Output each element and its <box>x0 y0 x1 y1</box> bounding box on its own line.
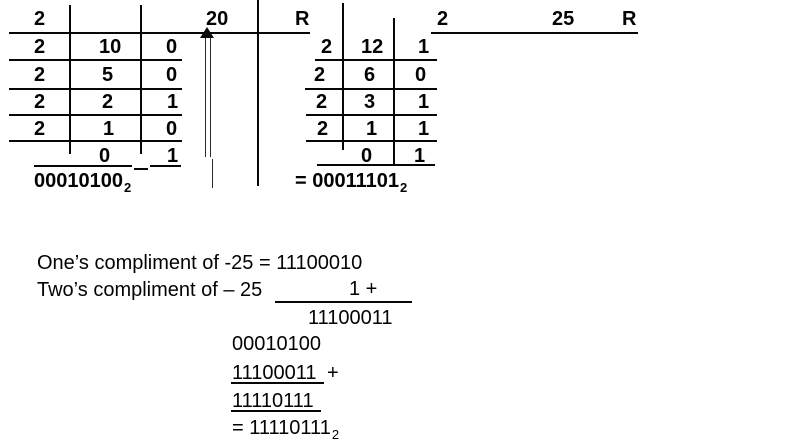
table-cell-remainder: 1 <box>418 118 430 140</box>
right-table-header-divisor: 2 <box>437 8 449 30</box>
result-equals: = <box>295 170 313 192</box>
right-table-column-rule-2 <box>393 18 395 166</box>
table-cell-remainder: 1 <box>167 145 179 167</box>
table-bottom-rule <box>34 165 132 168</box>
result-base-subscript: 2 <box>331 427 340 442</box>
binary-result-20: 000101002 <box>34 170 131 194</box>
table-row-rule <box>9 114 182 117</box>
table-row-rule <box>305 88 437 91</box>
table-cell-remainder: 1 <box>167 91 179 113</box>
left-table-header-divisor: 2 <box>34 8 46 30</box>
right-table-header-dividend: 25 <box>552 8 575 30</box>
table-row-rule <box>306 114 437 117</box>
ones-complement-line: One’s compliment of -25 = 11100010 <box>37 252 363 274</box>
result-value: 00011101 <box>312 170 400 192</box>
right-table-header-remainder-label: R <box>622 8 637 30</box>
table-cell-divisor: 2 <box>34 91 46 113</box>
table-bottom-rule-dash <box>134 168 148 171</box>
table-row-rule <box>306 140 437 143</box>
carry-sum: 11100011 <box>308 307 393 329</box>
result-base-subscript: 2 <box>123 180 132 195</box>
table-cell-quotient: 0 <box>361 145 373 167</box>
addition-addend-bottom: 11100011 <box>232 362 317 384</box>
up-arrow-tail-line <box>211 159 213 188</box>
table-cell-quotient: 10 <box>99 36 122 58</box>
table-cell-divisor: 2 <box>317 118 329 140</box>
twos-complement-line: Two’s compliment of – 25 <box>37 279 263 301</box>
table-bottom-rule <box>317 164 435 167</box>
final-result: = 111101112 <box>232 417 339 441</box>
left-table-remainder-column-rule <box>257 0 259 186</box>
up-arrow-head-icon <box>200 27 214 38</box>
table-cell-divisor: 2 <box>34 64 46 86</box>
addition-sum: 11110111 <box>232 390 314 412</box>
up-arrow-shaft-right <box>209 38 211 157</box>
table-cell-divisor: 2 <box>316 91 328 113</box>
table-cell-remainder: 0 <box>166 64 178 86</box>
table-cell-quotient: 0 <box>99 145 111 167</box>
table-cell-quotient: 3 <box>364 91 376 113</box>
table-row-rule <box>9 88 182 91</box>
table-cell-divisor: 2 <box>34 36 46 58</box>
table-cell-divisor: 2 <box>321 36 333 58</box>
table-cell-remainder: 1 <box>414 145 426 167</box>
addend-underline <box>231 382 324 385</box>
right-table-column-rule-1 <box>342 3 344 150</box>
table-cell-remainder: 1 <box>418 91 430 113</box>
result-base-subscript: 2 <box>400 180 408 195</box>
table-cell-remainder: 0 <box>415 64 427 86</box>
up-arrow-shaft-left <box>205 38 207 157</box>
left-table-column-rule-1 <box>69 5 71 154</box>
result-value: 11110111 <box>249 417 331 439</box>
table-cell-remainder: 1 <box>418 36 430 58</box>
result-equals: = <box>232 417 250 439</box>
table-cell-remainder: 0 <box>166 36 178 58</box>
carry-add-one: 1 + <box>349 278 378 300</box>
sum-underline <box>231 410 321 413</box>
table-cell-quotient: 12 <box>361 36 384 58</box>
table-cell-quotient: 6 <box>364 64 376 86</box>
left-table-header-rule <box>9 32 310 35</box>
table-row-rule <box>315 59 437 62</box>
left-table-header-dividend: 20 <box>206 8 229 30</box>
binary-result-25: = 000111012 <box>295 170 407 194</box>
table-cell-divisor: 2 <box>314 64 326 86</box>
table-row-rule <box>9 59 182 62</box>
carry-underline <box>275 301 412 304</box>
result-value: 00010100 <box>34 170 123 192</box>
table-cell-divisor: 2 <box>34 118 46 140</box>
left-table-header-remainder-label: R <box>295 8 310 30</box>
table-bottom-rule <box>150 165 181 168</box>
table-cell-quotient: 5 <box>102 64 114 86</box>
table-cell-remainder: 0 <box>166 118 178 140</box>
table-cell-quotient: 2 <box>102 91 114 113</box>
plus-sign: + <box>327 362 339 384</box>
table-cell-quotient: 1 <box>103 118 115 140</box>
table-row-rule <box>9 140 182 143</box>
right-table-header-rule <box>431 32 638 35</box>
table-cell-quotient: 1 <box>366 118 378 140</box>
addition-addend-top: 00010100 <box>232 333 321 355</box>
left-table-column-rule-2 <box>140 5 142 154</box>
